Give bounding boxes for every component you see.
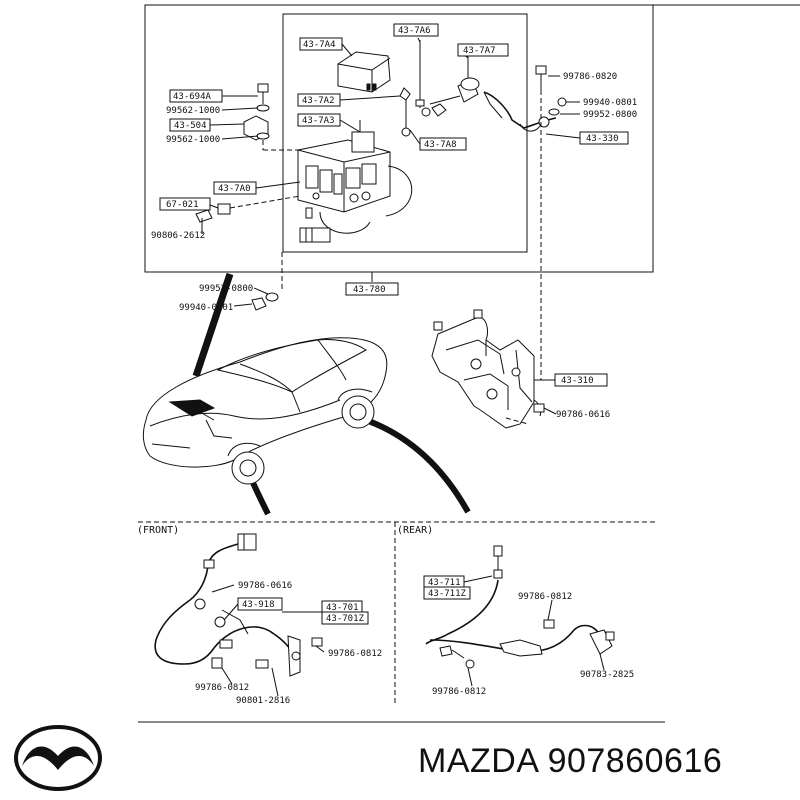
callout-99786-0820: 99786-0820 bbox=[563, 72, 617, 82]
brand-name: MAZDA bbox=[418, 742, 538, 780]
callout-43-7A7: 43-7A7 bbox=[463, 46, 496, 56]
outer-frame bbox=[144, 4, 654, 273]
mazda-logo-icon bbox=[14, 725, 102, 791]
callout-43-7A2: 43-7A2 bbox=[302, 96, 335, 106]
upper-assembly: 43-7A4 43-7A6 43-7A7 43-694A 99562-1000 … bbox=[144, 4, 800, 420]
callout-99562-1000-upper: 99562-1000 bbox=[166, 106, 220, 116]
callout-boxes bbox=[159, 23, 629, 387]
callout-90783-2825: 90783-2825 bbox=[580, 670, 634, 680]
callout-43-7A4: 43-7A4 bbox=[303, 40, 336, 50]
bolt-washer-stack bbox=[243, 83, 298, 151]
callout-43-7A6: 43-7A6 bbox=[398, 26, 431, 36]
connector-67-021 bbox=[195, 195, 301, 223]
middle-section bbox=[142, 252, 557, 516]
part-number: 907860616 bbox=[547, 742, 723, 780]
control-unit bbox=[337, 51, 391, 93]
callout-67-021: 67-021 bbox=[166, 200, 199, 210]
rear-heading: (REAR) bbox=[397, 525, 433, 536]
rear-section: (REAR) 43-711 43-711Z 99786-0812 99786-0… bbox=[397, 525, 634, 697]
sensor-7a6 bbox=[399, 40, 425, 137]
callout-99952-0800-right: 99952-0800 bbox=[583, 110, 637, 120]
callout-99940-0801-right: 99940-0801 bbox=[583, 98, 637, 108]
callout-43-701: 43-701 bbox=[326, 603, 359, 613]
front-heading: (FRONT) bbox=[137, 525, 179, 536]
callout-43-780: 43-780 bbox=[353, 285, 386, 295]
callout-43-711: 43-711 bbox=[428, 578, 461, 588]
front-section: (FRONT) 99786-0616 43-918 43-701 43-701Z bbox=[137, 525, 382, 706]
callout-43-504: 43-504 bbox=[174, 121, 207, 131]
bracket-43-310 bbox=[431, 309, 557, 429]
callout-99786-0812-front-right: 99786-0812 bbox=[328, 649, 382, 659]
callout-43-310: 43-310 bbox=[561, 376, 594, 386]
callout-99940-0801-left: 99940-0801 bbox=[179, 303, 233, 313]
callout-43-711Z: 43-711Z bbox=[428, 589, 467, 599]
callout-99786-0812-rear-upper: 99786-0812 bbox=[518, 592, 572, 602]
callout-99786-0616-front: 99786-0616 bbox=[238, 581, 292, 591]
car-illustration bbox=[142, 337, 388, 485]
callout-90801-2816: 90801-2816 bbox=[236, 696, 290, 706]
callout-43-7A8: 43-7A8 bbox=[424, 140, 457, 150]
callout-43-7A3: 43-7A3 bbox=[302, 116, 335, 126]
leader-lines bbox=[201, 37, 581, 282]
callout-43-694A: 43-694A bbox=[173, 92, 212, 102]
callout-99786-0812-rear-lower: 99786-0812 bbox=[432, 687, 486, 697]
mount-bracket-43-330 bbox=[483, 65, 567, 380]
callout-99562-1000-lower: 99562-1000 bbox=[166, 135, 220, 145]
callout-43-918: 43-918 bbox=[242, 600, 275, 610]
callout-43-7A0: 43-7A0 bbox=[218, 184, 251, 194]
callout-43-330: 43-330 bbox=[586, 134, 619, 144]
callout-90806-2612: 90806-2612 bbox=[151, 231, 205, 241]
inner-frame bbox=[282, 13, 528, 253]
brand-caption: MAZDA 907860616 bbox=[418, 742, 722, 781]
relay-7a7 bbox=[421, 56, 480, 117]
hydraulic-unit bbox=[297, 120, 413, 243]
callout-43-701Z: 43-701Z bbox=[326, 614, 365, 624]
callout-99786-0812-front-left: 99786-0812 bbox=[195, 683, 249, 693]
callout-90786-0616: 90786-0616 bbox=[556, 410, 610, 420]
